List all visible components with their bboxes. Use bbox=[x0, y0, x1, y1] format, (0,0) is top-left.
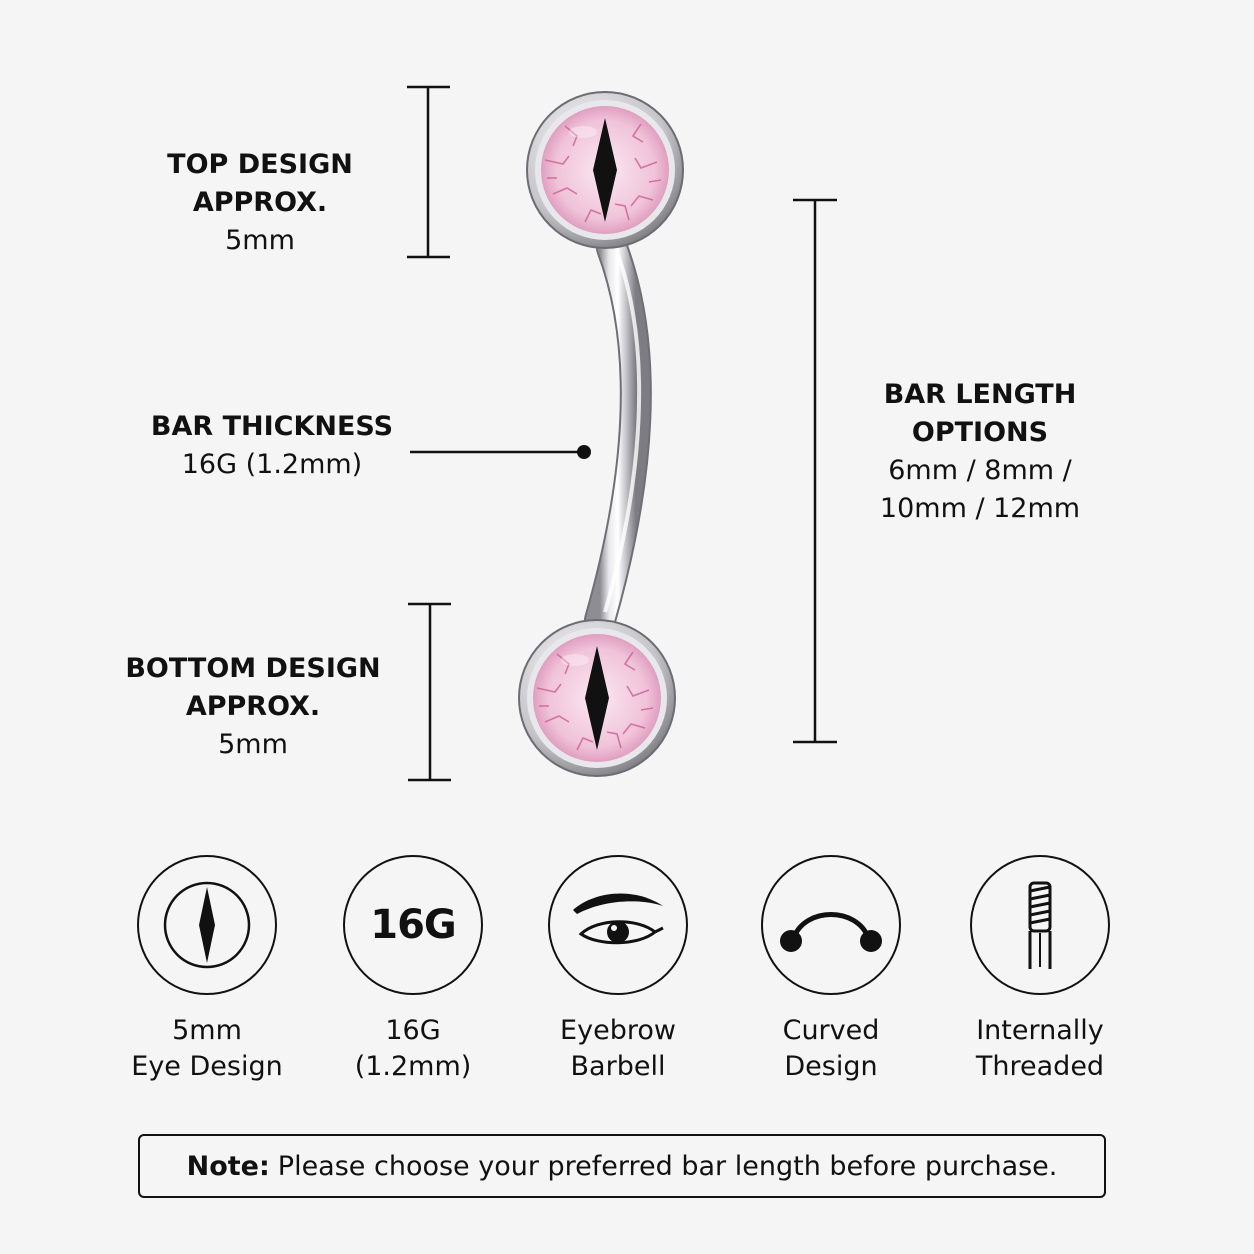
bottom-design-dimension-line bbox=[408, 602, 451, 782]
top-design-line2: APPROX. bbox=[192, 187, 328, 218]
bar-length-line4: 10mm / 12mm bbox=[879, 493, 1081, 524]
feature-eye-line1: 5mm bbox=[172, 1015, 242, 1046]
top-design-dimension-line bbox=[407, 85, 450, 259]
feature-threaded: Internally Threaded bbox=[930, 855, 1150, 1085]
gauge-16g-icon: 16G bbox=[343, 855, 483, 995]
cat-eye-icon bbox=[137, 855, 277, 995]
purchase-note: Note: Please choose your preferred bar l… bbox=[138, 1134, 1106, 1198]
bar-thickness-line1: BAR THICKNESS bbox=[150, 411, 394, 442]
bottom-design-line3: 5mm bbox=[218, 729, 288, 760]
top-design-label: TOP DESIGN APPROX. 5mm bbox=[140, 146, 380, 260]
top-design-line3: 5mm bbox=[225, 225, 295, 256]
feature-gauge: 16G 16G (1.2mm) bbox=[303, 855, 523, 1085]
bar-length-line3: 6mm / 8mm / bbox=[888, 455, 1072, 486]
gauge-icon-text: 16G bbox=[370, 902, 456, 948]
bar-thickness-pointer bbox=[410, 445, 591, 459]
note-text: Please choose your preferred bar length … bbox=[277, 1150, 1058, 1182]
bar-thickness-label: BAR THICKNESS 16G (1.2mm) bbox=[142, 408, 402, 484]
top-design-line1: TOP DESIGN bbox=[167, 149, 353, 180]
product-diagram bbox=[407, 85, 837, 782]
feature-threaded-line2: Threaded bbox=[975, 1051, 1105, 1082]
bar-length-line1: BAR LENGTH bbox=[883, 379, 1077, 410]
feature-eyebrow: Eyebrow Barbell bbox=[508, 855, 728, 1085]
feature-curved: Curved Design bbox=[721, 855, 941, 1085]
feature-eyebrow-line2: Barbell bbox=[570, 1051, 666, 1082]
bar-thickness-line2: 16G (1.2mm) bbox=[181, 449, 363, 480]
feature-gauge-line1: 16G bbox=[385, 1015, 441, 1046]
eyebrow-icon bbox=[548, 855, 688, 995]
feature-gauge-line2: (1.2mm) bbox=[354, 1051, 472, 1082]
feature-eye-design: 5mm Eye Design bbox=[97, 855, 317, 1085]
note-label: Note: bbox=[186, 1150, 270, 1182]
bottom-design-line2: APPROX. bbox=[185, 691, 321, 722]
feature-threaded-line1: Internally bbox=[976, 1015, 1104, 1046]
bar-length-dimension-line bbox=[793, 198, 837, 744]
feature-eye-line2: Eye Design bbox=[131, 1051, 283, 1082]
curved-barbell-icon bbox=[761, 855, 901, 995]
feature-curved-line1: Curved bbox=[782, 1015, 880, 1046]
bar-length-label: BAR LENGTH OPTIONS 6mm / 8mm / 10mm / 12… bbox=[855, 376, 1105, 528]
bottom-design-line1: BOTTOM DESIGN bbox=[125, 653, 381, 684]
bar-length-line2: OPTIONS bbox=[911, 417, 1049, 448]
feature-eyebrow-line1: Eyebrow bbox=[560, 1015, 676, 1046]
internal-thread-icon bbox=[970, 855, 1110, 995]
bottom-eye-design bbox=[518, 619, 676, 777]
bottom-design-label: BOTTOM DESIGN APPROX. 5mm bbox=[118, 650, 388, 764]
feature-curved-line2: Design bbox=[784, 1051, 878, 1082]
top-eye-design bbox=[526, 91, 684, 249]
